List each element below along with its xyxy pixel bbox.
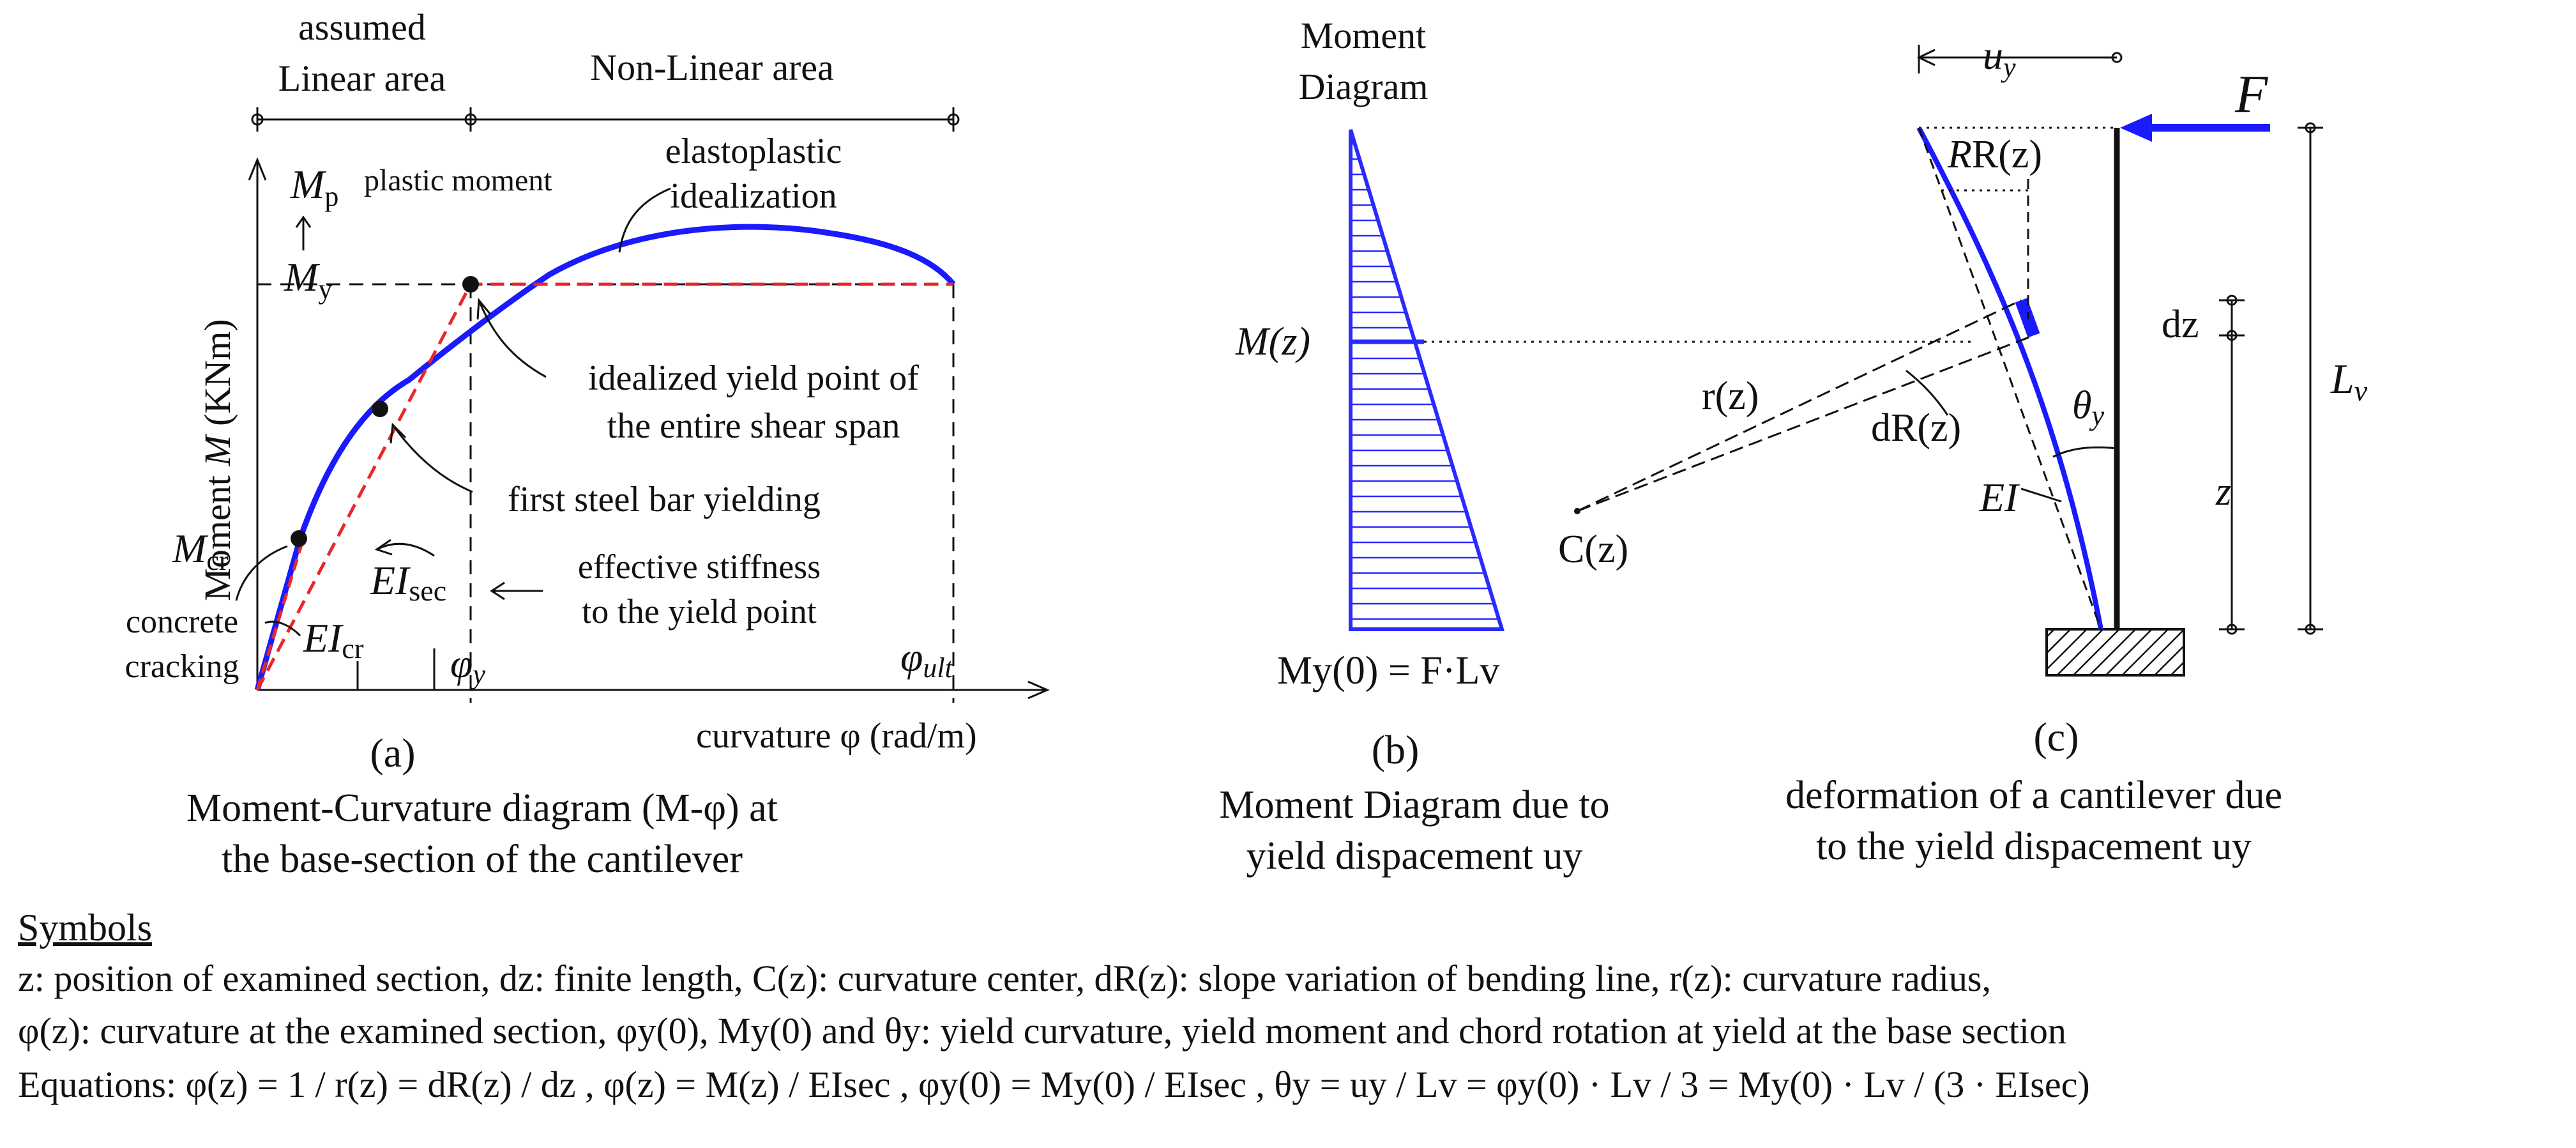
lv-dimension bbox=[2298, 122, 2323, 635]
panel-c-caption-1: deformation of a cantilever due bbox=[1785, 774, 2282, 817]
cracking-label-2: cracking bbox=[125, 648, 239, 685]
eicr-label: EIcr bbox=[303, 615, 364, 664]
axes bbox=[248, 157, 1050, 700]
effective-label-2: to the yield point bbox=[582, 592, 816, 631]
region-label-linear-2: Linear area bbox=[278, 57, 446, 99]
cracking-label-1: concrete bbox=[126, 604, 238, 640]
panel-b-caption-2: yield dispacement uy bbox=[1246, 834, 1583, 878]
panel-b-title-2: Diagram bbox=[1299, 66, 1428, 107]
symbols-line-2: φ(z): curvature at the examined section,… bbox=[18, 1010, 2066, 1052]
theta-label: θy bbox=[2072, 384, 2104, 431]
x-axis-arrow bbox=[1027, 680, 1050, 700]
first-yield-marker bbox=[372, 401, 388, 417]
fixed-support bbox=[2045, 628, 2185, 677]
cracking-point-marker bbox=[291, 530, 307, 547]
region-dimension-line bbox=[251, 107, 960, 132]
elastoplastic-label-1: elastoplastic bbox=[665, 132, 842, 171]
region-label-linear-1: assumed bbox=[298, 6, 426, 48]
mp-label: Mp bbox=[290, 162, 338, 212]
elastoplastic-leader bbox=[618, 187, 671, 253]
eicr-leader bbox=[264, 620, 301, 637]
curvature-radius-line-1 bbox=[1577, 299, 2022, 512]
effective-label-1: effective stiffness bbox=[578, 547, 821, 586]
moment-curvature-curve bbox=[254, 224, 956, 691]
first-yield-leader bbox=[391, 424, 473, 493]
deformed-shape bbox=[1916, 126, 2103, 630]
ei-label: EI bbox=[1979, 475, 2020, 520]
phi-ult-label: φult bbox=[900, 634, 954, 684]
uy-dimension bbox=[1916, 45, 2123, 73]
region-label-nonlinear: Non-Linear area bbox=[590, 47, 834, 88]
my-label: My bbox=[284, 254, 332, 305]
mcr-label: Mcr bbox=[172, 526, 229, 576]
panel-b-caption-1: Moment Diagram due to bbox=[1219, 783, 1609, 827]
phi-y-label: φy bbox=[450, 641, 485, 690]
mp-description: plastic moment bbox=[364, 164, 552, 197]
figure-canvas: assumed Linear area Non-Linear area Mome… bbox=[125, 6, 2368, 881]
eisec-leader bbox=[376, 542, 435, 557]
force-arrowhead bbox=[2120, 114, 2152, 142]
curvature-center-point bbox=[1574, 508, 1580, 514]
z-label: z bbox=[2215, 470, 2231, 514]
panel-c-label: (c) bbox=[2033, 714, 2079, 760]
mp-arrow bbox=[295, 215, 312, 250]
center-label: C(z) bbox=[1558, 528, 1628, 571]
elastoplastic-label-2: idealization bbox=[670, 176, 837, 216]
y-axis-title: Moment M (KNm) bbox=[197, 319, 238, 601]
first-yield-label: first steel bar yielding bbox=[508, 480, 821, 519]
force-label: F bbox=[2234, 65, 2269, 124]
dr-label: dR(z) bbox=[1871, 406, 1961, 450]
y-axis-arrow bbox=[248, 157, 267, 181]
symbols-heading: Symbols bbox=[18, 907, 153, 949]
r-label: r(z) bbox=[1702, 374, 1759, 418]
curvature-radius-line-2 bbox=[1577, 334, 2034, 512]
panel-b-label: (b) bbox=[1372, 727, 1420, 772]
equations-line: Equations: φ(z) = 1 / r(z) = dR(z) / dz … bbox=[18, 1064, 2090, 1105]
yield-point-label-1: idealized yield point of bbox=[588, 358, 919, 398]
x-axis-title: curvature φ (rad/m) bbox=[696, 716, 977, 756]
dz-label: dz bbox=[2162, 303, 2199, 346]
uy-label: uy bbox=[1983, 33, 2016, 83]
yield-point-label-2: the entire shear span bbox=[607, 406, 900, 446]
panel-c-caption-2: to the yield dispacement uy bbox=[1816, 825, 2252, 868]
cracking-idealization bbox=[255, 538, 305, 691]
panel-b-base-label: My(0) = F·Lv bbox=[1277, 649, 1499, 693]
yield-point-leader bbox=[478, 300, 547, 378]
moment-triangle bbox=[1349, 129, 1505, 631]
symbols-line-1: z: position of examined section, dz: fin… bbox=[18, 958, 1991, 999]
mz-label: M(z) bbox=[1235, 320, 1310, 364]
panel-a-caption-1: Moment-Curvature diagram (M-φ) at bbox=[186, 786, 778, 830]
panel-b-title-1: Moment bbox=[1301, 15, 1427, 56]
panel-a-moment-curvature: assumed Linear area Non-Linear area Mome… bbox=[125, 6, 1050, 881]
z-dimension bbox=[2219, 295, 2245, 635]
lv-label: Lv bbox=[2330, 356, 2368, 407]
panel-c-cantilever-deformation: uy F RR(z) r(z) dR(z) C(z) θy EI bbox=[1558, 33, 2368, 868]
cracking-leader bbox=[235, 545, 288, 601]
panel-a-label: (a) bbox=[370, 730, 415, 776]
chord-line bbox=[1918, 127, 2102, 630]
yield-point-marker bbox=[462, 276, 479, 293]
panel-a-caption-2: the base-section of the cantilever bbox=[222, 838, 743, 881]
rz-label: RR(z) bbox=[1947, 133, 2042, 176]
eisec-label: EIsec bbox=[370, 558, 446, 607]
panel-b-moment-diagram: Moment Diagram M(z) My(0) = F·Lv (b) Mom… bbox=[1219, 15, 1973, 878]
